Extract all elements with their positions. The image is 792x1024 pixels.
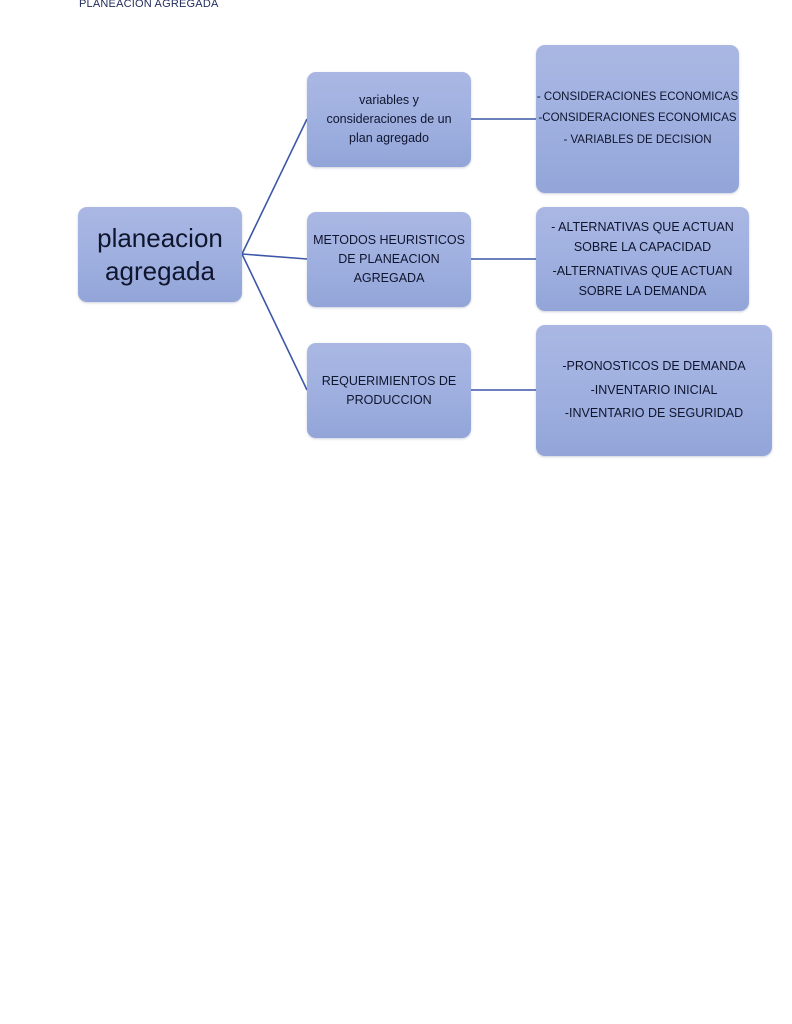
connector-root-branch-1 [241,118,308,255]
detail-node-line: SOBRE LA DEMANDA [578,284,707,298]
detail-node-variables: - CONSIDERACIONES ECONOMICAS -CONSIDERAC… [536,45,739,193]
detail-node-line: - ALTERNATIVAS QUE ACTUAN [551,220,734,234]
detail-node-line: -CONSIDERACIONES ECONOMICAS [538,112,737,125]
root-node: planeacion agregada [78,207,242,302]
branch-node-metodos: METODOS HEURISTICOS DE PLANEACION AGREGA… [307,212,471,307]
document-header: PLANEACION AGREGADA [79,0,219,10]
connector-root-branch-3 [241,253,308,391]
branch-node-line: PRODUCCION [346,392,432,407]
detail-node-line: -ALTERNATIVAS QUE ACTUAN [552,264,733,278]
detail-node-line: -INVENTARIO INICIAL [590,382,718,397]
connector-root-branch-2 [241,253,308,260]
detail-node-line: -INVENTARIO DE SEGURIDAD [564,406,744,421]
root-node-line: agregada [105,255,215,286]
branch-node-line: METODOS HEURISTICOS [313,233,465,247]
branch-node-line: DE PLANEACION [338,252,440,266]
root-node-line: planeacion [97,222,223,253]
branch-node-line: AGREGADA [353,271,425,285]
detail-node-line: -PRONOSTICOS DE DEMANDA [562,359,746,374]
detail-node-line: - CONSIDERACIONES ECONOMICAS [536,90,739,103]
detail-node-line: SOBRE LA CAPACIDAD [573,240,712,254]
detail-node-line: - VARIABLES DE DECISION [563,133,712,146]
detail-node-metodos: - ALTERNATIVAS QUE ACTUAN SOBRE LA CAPAC… [536,207,749,311]
detail-node-requerimientos: -PRONOSTICOS DE DEMANDA -INVENTARIO INIC… [536,325,772,456]
branch-node-line: variables y [359,93,419,107]
branch-node-line: plan agregado [349,131,429,145]
branch-node-variables: variables y consideraciones de un plan a… [307,72,471,167]
branch-node-line: consideraciones de un [326,112,452,126]
branch-node-line: REQUERIMIENTOS DE [321,373,457,388]
branch-node-requerimientos: REQUERIMIENTOS DE PRODUCCION [307,343,471,438]
